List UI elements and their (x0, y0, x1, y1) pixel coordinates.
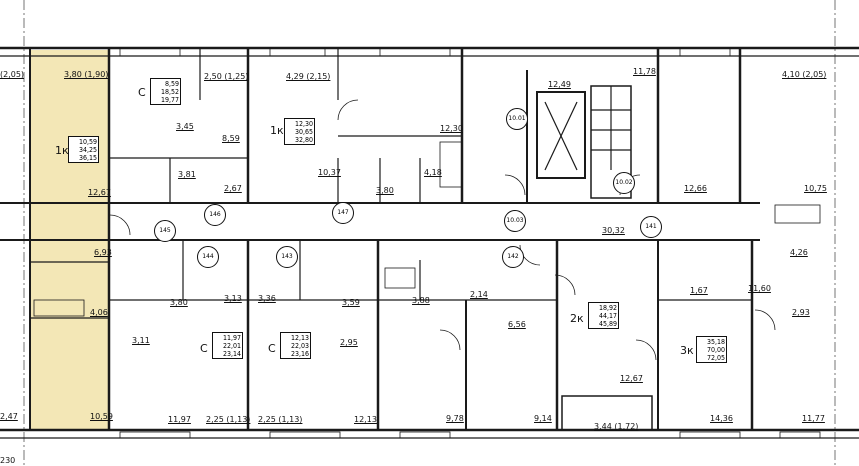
gross-area-value: 45,89 (598, 320, 617, 328)
apartment-type-label: 1к (270, 124, 284, 137)
apartment-area-box: 8,59 18,52 19,77 (150, 78, 181, 105)
living-area-value: 10,59 (78, 138, 97, 146)
apartment-area-box: 12,30 30,65 32,80 (284, 118, 315, 145)
area-label: 10,59 (90, 412, 113, 421)
area-label: 14,36 (710, 414, 733, 423)
area-label: 3,59 (342, 298, 360, 307)
area-label: 2,95 (340, 338, 358, 347)
total-area-value: 22,01 (222, 342, 241, 350)
stairwell-marker: 10.01 (506, 108, 528, 130)
area-label: 3,80 (1,90) (64, 70, 109, 79)
area-label: 3,45 (176, 122, 194, 131)
area-label: 12,30 (440, 124, 463, 133)
area-label: 3,80 (170, 298, 188, 307)
total-area-value: 70,00 (706, 346, 725, 354)
door-number-marker: 146 (204, 204, 226, 226)
area-label: 9,78 (446, 414, 464, 423)
living-area-value: 12,13 (290, 334, 309, 342)
area-label: 11,97 (168, 415, 191, 424)
apartment-type-label: С (200, 342, 208, 355)
door-number-marker: 143 (276, 246, 298, 268)
stairwell-marker: 10.02 (613, 172, 635, 194)
area-label: 3,13 (224, 294, 242, 303)
area-label: 10,37 (318, 168, 341, 177)
area-label: 6,93 (94, 248, 112, 257)
area-label: 4,10 (2,05) (782, 70, 827, 79)
area-label: 3,81 (178, 170, 196, 179)
gross-area-value: 19,77 (160, 96, 179, 104)
area-label: 2,14 (470, 290, 488, 299)
area-label: 4,06 (90, 308, 108, 317)
door-number-marker: 142 (502, 246, 524, 268)
area-label: 3,36 (258, 294, 276, 303)
area-label: (2,05) (0, 70, 25, 79)
area-label: 2,25 (1,13) (206, 415, 251, 424)
gross-area-value: 23,16 (290, 350, 309, 358)
area-label: 11,77 (802, 414, 825, 423)
apartment-type-label: 2к (570, 312, 584, 325)
gross-area-value: 36,15 (78, 154, 97, 162)
total-area-value: 44,17 (598, 312, 617, 320)
area-label: 2,93 (792, 308, 810, 317)
axis-dimension-label: 230 (0, 456, 16, 465)
area-label: 2,47 (0, 412, 18, 421)
area-label: 4,26 (790, 248, 808, 257)
apartment-area-box: 12,13 22,03 23,16 (280, 332, 311, 359)
area-label: 30,32 (602, 226, 625, 235)
door-number-marker: 141 (640, 216, 662, 238)
living-area-value: 18,92 (598, 304, 617, 312)
apartment-area-box: 11,97 22,01 23,14 (212, 332, 243, 359)
area-label: 12,49 (548, 80, 571, 89)
gross-area-value: 23,14 (222, 350, 241, 358)
area-label: 11,78 (633, 67, 656, 76)
area-label: 3,44 (1,72) (594, 422, 639, 431)
area-label: 11,60 (748, 284, 771, 293)
apartment-type-label: 1к (55, 144, 69, 157)
area-label: 12,67 (88, 188, 111, 197)
area-label: 4,29 (2,15) (286, 72, 331, 81)
area-label: 10,75 (804, 184, 827, 193)
total-area-value: 22,03 (290, 342, 309, 350)
area-label: 6,56 (508, 320, 526, 329)
living-area-value: 12,30 (294, 120, 313, 128)
living-area-value: 8,59 (164, 80, 179, 88)
area-label: 9,14 (534, 414, 552, 423)
area-label: 4,18 (424, 168, 442, 177)
area-label: 3,88 (412, 296, 430, 305)
living-area-value: 11,97 (222, 334, 241, 342)
apartment-area-box: 10,59 34,25 36,15 (68, 136, 99, 163)
area-label: 8,59 (222, 134, 240, 143)
door-number-marker: 144 (197, 246, 219, 268)
total-area-value: 30,65 (294, 128, 313, 136)
area-label: 12,13 (354, 415, 377, 424)
gross-area-value: 72,05 (706, 354, 725, 362)
area-label: 2,67 (224, 184, 242, 193)
apartment-area-box: 35,18 70,00 72,05 (696, 336, 727, 363)
total-area-value: 18,52 (160, 88, 179, 96)
area-label: 12,66 (684, 184, 707, 193)
area-label: 2,25 (1,13) (258, 415, 303, 424)
area-label: 3,11 (132, 336, 150, 345)
area-label: 1,67 (690, 286, 708, 295)
stairwell-marker: 10.03 (504, 210, 526, 232)
door-number-marker: 147 (332, 202, 354, 224)
total-area-value: 34,25 (78, 146, 97, 154)
area-label: 3,80 (376, 186, 394, 195)
apartment-type-label: С (138, 86, 146, 99)
door-number-marker: 145 (154, 220, 176, 242)
apartment-type-label: С (268, 342, 276, 355)
apartment-area-box: 18,92 44,17 45,89 (588, 302, 619, 329)
gross-area-value: 32,80 (294, 136, 313, 144)
apartment-type-label: 3к (680, 344, 694, 357)
area-label: 12,67 (620, 374, 643, 383)
living-area-value: 35,18 (706, 338, 725, 346)
area-label: 2,50 (1,25) (204, 72, 249, 81)
